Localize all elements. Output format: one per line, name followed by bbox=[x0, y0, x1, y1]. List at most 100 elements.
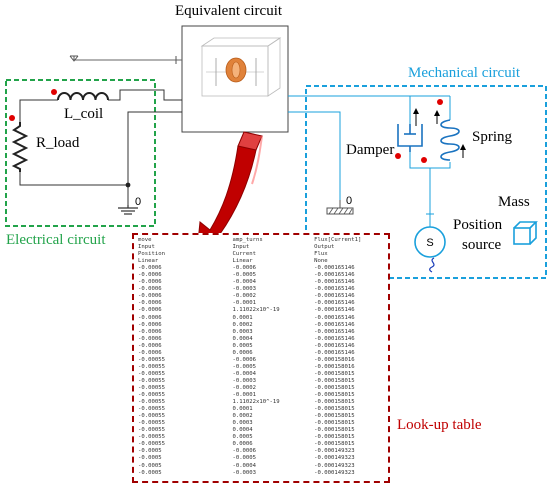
table-row: -0.0006-0.0004-0.000165146 bbox=[138, 279, 384, 286]
table-cell: None bbox=[314, 258, 328, 265]
table-cell: -0.0003 bbox=[232, 469, 257, 476]
table-cell: -0.000165146 bbox=[314, 349, 355, 356]
table-row: -0.00055 1.11022x10^-19 -0.000158015 bbox=[138, 399, 384, 406]
table-cell: -0.0003 bbox=[232, 286, 257, 293]
table-cell: -0.00055 bbox=[138, 377, 165, 384]
electrical-junction bbox=[125, 182, 131, 188]
spring-label: Spring bbox=[472, 129, 513, 145]
table-cell: -0.0004 bbox=[232, 279, 257, 286]
table-cell: -0.00055 bbox=[138, 384, 165, 391]
table-cell: 1.11022x10^-19 bbox=[232, 399, 280, 406]
table-cell: -0.00055 bbox=[138, 441, 165, 448]
table-cell: -0.000165146 bbox=[314, 286, 355, 293]
table-cell: -0.0005 bbox=[232, 363, 257, 370]
table-cell: -0.00055 bbox=[138, 392, 165, 399]
table-cell: 0.0004 bbox=[232, 427, 253, 434]
table-cell: 0.0002 bbox=[232, 321, 253, 328]
spring-arrow-icon bbox=[434, 110, 466, 158]
r-load-label: R_load bbox=[36, 135, 80, 151]
table-cell: -0.000158015 bbox=[314, 406, 355, 413]
inductor-l-coil bbox=[57, 92, 109, 101]
table-cell: -0.000158015 bbox=[314, 377, 355, 384]
table-cell: -0.000165146 bbox=[314, 279, 355, 286]
table-cell: Linear bbox=[232, 258, 253, 265]
mechanical-circuit-box bbox=[305, 85, 547, 279]
polarity-dot-coil bbox=[51, 89, 57, 95]
polarity-dot-spring bbox=[437, 99, 443, 105]
table-cell: 0.0001 bbox=[232, 406, 253, 413]
table-cell: -0.000165146 bbox=[314, 265, 355, 272]
table-cell: -0.00055 bbox=[138, 363, 165, 370]
table-cell: -0.000165146 bbox=[314, 335, 355, 342]
table-row: -0.0005-0.0005-0.000149323 bbox=[138, 455, 384, 462]
table-cell: -0.000149323 bbox=[314, 455, 355, 462]
table-cell: -0.0003 bbox=[232, 377, 257, 384]
table-cell: Flux bbox=[314, 251, 328, 258]
table-cell: -0.00055 bbox=[138, 370, 165, 377]
table-cell: -0.0006 bbox=[138, 314, 162, 321]
table-cell: -0.00055 bbox=[138, 406, 165, 413]
table-cell: -0.000158016 bbox=[314, 356, 355, 363]
table-cell: -0.0006 bbox=[138, 321, 162, 328]
table-cell: -0.000158015 bbox=[314, 420, 355, 427]
ground-mechanical-label: 0 bbox=[346, 195, 353, 207]
table-cell: -0.0006 bbox=[232, 265, 257, 272]
position-source-label-1: Position bbox=[453, 217, 503, 233]
table-row: -0.00055-0.0001-0.000158015 bbox=[138, 392, 384, 399]
position-source-s-label: S bbox=[426, 237, 433, 249]
terminal-wire-top bbox=[69, 55, 182, 64]
table-cell: -0.000158015 bbox=[314, 413, 355, 420]
table-cell: -0.000158015 bbox=[314, 392, 355, 399]
table-cell: 0.0002 bbox=[232, 413, 253, 420]
table-cell: -0.00055 bbox=[138, 434, 165, 441]
table-row: -0.00055-0.0006-0.000158016 bbox=[138, 357, 384, 364]
table-row: -0.0006-0.0002-0.000165146 bbox=[138, 293, 384, 300]
table-cell: -0.000149323 bbox=[314, 469, 355, 476]
table-cell: amp_turns bbox=[232, 237, 263, 243]
mass-label: Mass bbox=[498, 194, 530, 210]
table-cell: -0.0002 bbox=[232, 384, 257, 391]
table-header-row: move amp_turns Flux[Current1] bbox=[138, 237, 384, 244]
table-cell: -0.000158015 bbox=[314, 427, 355, 434]
table-cell: -0.000158015 bbox=[314, 399, 355, 406]
table-row: -0.00055 0.0001 -0.000158015 bbox=[138, 406, 384, 413]
table-cell: 0.0004 bbox=[232, 335, 253, 342]
table-cell: -0.0005 bbox=[138, 462, 162, 469]
table-header-row: Linear Linear None bbox=[138, 258, 384, 265]
polarity-dot-spring-bottom bbox=[421, 157, 427, 163]
table-cell: -0.000149323 bbox=[314, 462, 355, 469]
table-cell: -0.000158016 bbox=[314, 363, 355, 370]
table-cell: 0.0003 bbox=[232, 420, 253, 427]
table-cell: -0.000158015 bbox=[314, 434, 355, 441]
equivalent-circuit-title: Equivalent circuit bbox=[175, 3, 283, 19]
table-cell: -0.0005 bbox=[232, 455, 257, 462]
table-cell: -0.0006 bbox=[232, 356, 257, 363]
mechanical-circuit-title: Mechanical circuit bbox=[408, 65, 521, 81]
table-cell: -0.0006 bbox=[138, 328, 162, 335]
position-source-label-2: source bbox=[462, 237, 502, 253]
table-cell: -0.0006 bbox=[138, 300, 162, 307]
table-cell: -0.00055 bbox=[138, 399, 165, 406]
table-cell: Linear bbox=[138, 258, 159, 265]
ground-electrical bbox=[118, 205, 138, 215]
mass-cube-icon bbox=[513, 221, 538, 245]
table-cell: Flux[Current1] bbox=[314, 237, 362, 243]
table-cell: -0.0006 bbox=[138, 349, 162, 356]
table-cell: move bbox=[138, 237, 152, 243]
table-cell: 1.11022x10^-19 bbox=[232, 307, 280, 314]
polarity-dot-damper bbox=[395, 153, 401, 159]
table-cell: -0.000149323 bbox=[314, 448, 355, 455]
table-row: -0.0005-0.0003-0.000149323 bbox=[138, 470, 384, 477]
table-cell: Current bbox=[232, 251, 257, 258]
table-row: -0.00055-0.0002-0.000158015 bbox=[138, 385, 384, 392]
table-cell: -0.000165146 bbox=[314, 328, 355, 335]
